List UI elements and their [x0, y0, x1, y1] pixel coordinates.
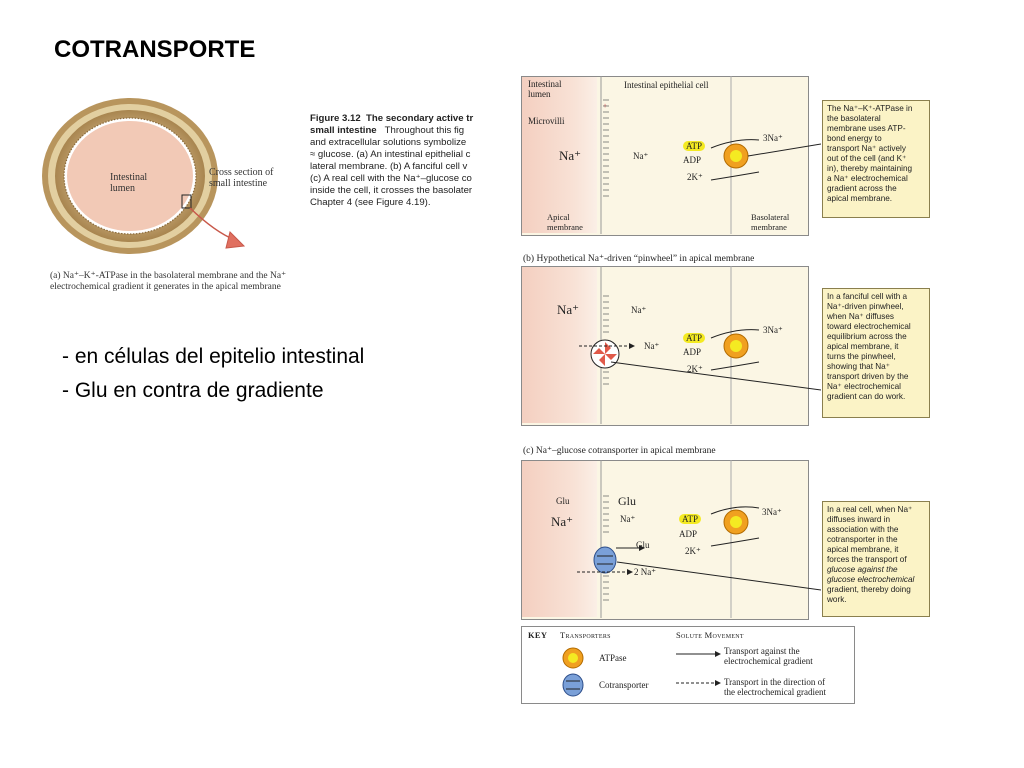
note-c: In a real cell, when Na⁺diffuses inward …	[822, 501, 930, 617]
panel-c-drawing	[577, 460, 821, 618]
na-cell-c: Na⁺	[620, 514, 636, 524]
na-lumen-c: Na⁺	[551, 514, 574, 529]
na-arrow-label-b: Na⁺	[644, 341, 660, 351]
key-solute-header: Solute Movement	[676, 630, 744, 640]
panel-a-cell-label: Intestinal epithelial cell	[624, 80, 709, 90]
atp-c: ATP	[679, 514, 702, 524]
na-lumen-b: Na⁺	[557, 302, 580, 317]
microvilli-c	[603, 495, 609, 601]
microvilli	[603, 99, 609, 197]
cross-section-diagram	[42, 98, 246, 254]
k-in-arrow	[710, 171, 760, 181]
three-na-c: 3Na⁺	[762, 507, 782, 517]
panel-a-drawing: +	[600, 76, 821, 234]
plus-charges: +	[603, 103, 607, 110]
figure-caption: Figure 3.12 The secondary active tr smal…	[310, 113, 474, 208]
three-na-b: 3Na⁺	[763, 325, 783, 335]
bullet-item: - Glu en contra de gradiente	[62, 379, 324, 402]
panel-b-lumen	[522, 267, 597, 423]
na-out-arrow	[710, 139, 760, 149]
na-k-atpase-a	[723, 143, 749, 169]
intestine-wall	[42, 98, 218, 254]
panel-c-title: (c) Na⁺–glucose cotransporter in apical …	[523, 446, 716, 456]
atpase-label: ATPase	[599, 653, 627, 663]
intestinal-lumen-area	[67, 121, 193, 231]
glu-arrow-label-c: Glu	[636, 540, 650, 550]
key-label: KEY	[528, 630, 548, 640]
adp-c: ADP	[679, 529, 698, 539]
three-na-a: 3Na⁺	[763, 133, 783, 143]
part-a-caption: (a) Na⁺–K⁺-ATPase in the basolateral mem…	[50, 271, 287, 292]
na-k-atpase-b	[723, 333, 749, 359]
note-b-pointer	[610, 361, 821, 391]
cotransporter-c	[593, 546, 617, 574]
na-cell-a: Na⁺	[633, 151, 649, 161]
bullet-item: - en células del epitelio intestinal	[62, 345, 365, 368]
legend-symbols	[562, 647, 721, 697]
cotransporter-label: Cotransporter	[599, 680, 649, 690]
key-transporters-header: Transporters	[560, 630, 611, 640]
adp-b: ADP	[683, 347, 702, 357]
glu-lumen-c: Glu	[556, 496, 570, 506]
atp-b: ATP	[683, 333, 706, 343]
bullet-list: - en células del epitelio intestinal - G…	[62, 340, 364, 408]
atpase-icon	[562, 647, 584, 669]
na-lumen-a: Na⁺	[559, 148, 582, 163]
zoom-arrowhead	[225, 231, 246, 249]
two-k-c: 2K⁺	[685, 546, 701, 556]
note-a-pointer	[747, 143, 821, 157]
na-arrow-label-c: 2 Na⁺	[634, 567, 656, 577]
microvilli-label: Microvilli	[528, 116, 565, 126]
cotransporter-icon	[562, 673, 584, 697]
glu-cell-c: Glu	[618, 494, 636, 508]
na-cell-b: Na⁺	[631, 305, 647, 315]
panel-c-lumen	[522, 461, 597, 617]
pinwheel	[590, 339, 620, 369]
note-c-pointer	[616, 561, 821, 591]
atp-a: ATP	[683, 141, 706, 151]
adp-a: ADP	[683, 155, 702, 165]
na-k-atpase-c	[723, 509, 749, 535]
panel-b-title: (b) Hypothetical Na⁺-driven “pinwheel” i…	[523, 254, 755, 264]
panel-a-lumen	[522, 77, 597, 233]
zoom-box	[181, 194, 192, 209]
panel-b-drawing	[579, 266, 821, 424]
slide-title: COTRANSPORTE	[54, 36, 256, 63]
two-k-b: 2K⁺	[687, 364, 703, 374]
two-k-a: 2K⁺	[687, 172, 703, 182]
